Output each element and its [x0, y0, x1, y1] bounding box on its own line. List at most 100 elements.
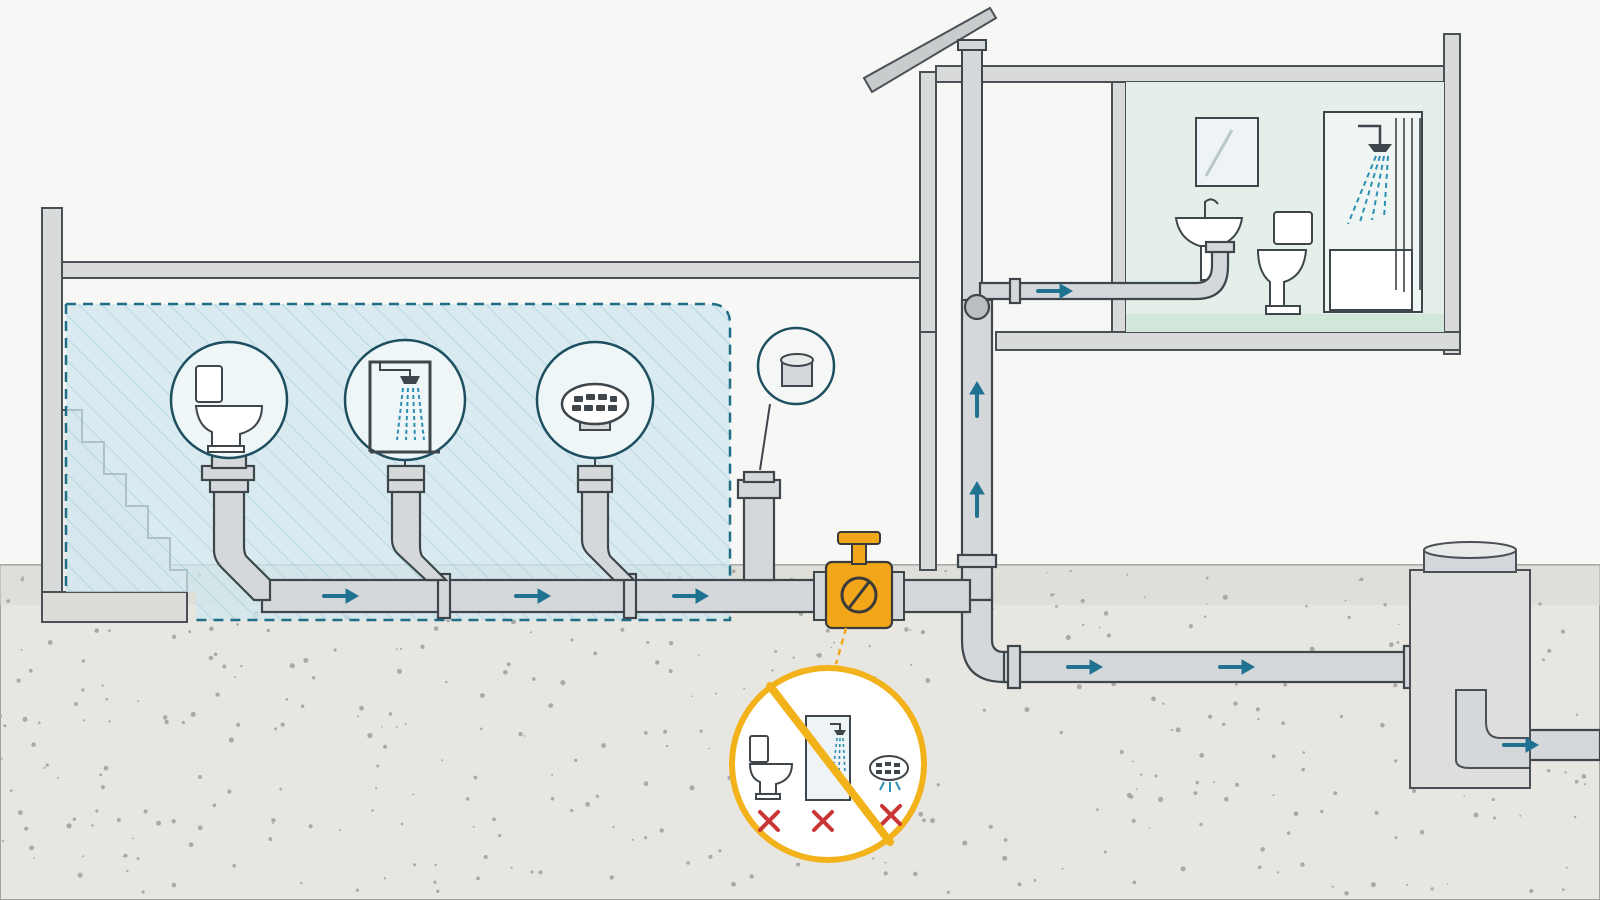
ground-speck	[29, 845, 34, 851]
ground-speck	[930, 818, 935, 824]
ground-speck	[108, 720, 111, 723]
ground-speck	[116, 818, 121, 822]
ground-speck	[925, 678, 931, 683]
upper-right-wall	[1443, 33, 1461, 355]
ground-speck	[434, 863, 437, 867]
ground-speck	[1050, 593, 1054, 597]
ground-speck	[659, 828, 664, 833]
ground-speck	[1370, 882, 1376, 888]
ground-speck	[181, 720, 185, 725]
ground-speck	[420, 644, 425, 650]
ground-speck	[280, 722, 285, 727]
ground-speck	[3, 724, 7, 728]
ground-speck	[99, 773, 103, 777]
ground-speck	[338, 829, 341, 831]
ground-speck	[620, 627, 625, 632]
ground-speck	[1380, 723, 1385, 728]
ground-speck	[1154, 774, 1158, 778]
ground-speck	[1446, 883, 1449, 885]
ground-speck	[1003, 838, 1008, 842]
ground-speck	[1053, 593, 1055, 595]
ground-speck	[271, 818, 276, 823]
ground-speck	[1293, 811, 1299, 817]
ground-speck	[108, 629, 111, 632]
ground-speck	[601, 743, 606, 748]
ground-speck	[1519, 814, 1522, 817]
ground-speck	[1574, 779, 1579, 784]
ground-speck	[367, 732, 373, 739]
floor-drain-callout	[535, 340, 655, 466]
ground-speck	[383, 877, 386, 880]
ground-speck	[1235, 782, 1240, 787]
ground-speck	[311, 676, 316, 680]
ground-speck	[1394, 759, 1398, 763]
ground-speck	[518, 731, 523, 737]
ground-speck	[1076, 684, 1082, 690]
ground-speck	[771, 669, 774, 672]
ground-speck	[1158, 796, 1164, 803]
ground-speck	[1170, 728, 1174, 732]
ground-speck	[371, 809, 374, 812]
ground-speck	[510, 866, 513, 869]
ground-speck	[103, 765, 109, 771]
ground-speck	[718, 849, 722, 853]
ground-speck	[1575, 713, 1579, 716]
toilet-callout	[169, 340, 289, 460]
ground-speck	[33, 857, 36, 859]
ground-speck	[1199, 752, 1205, 758]
ground-speck	[731, 569, 736, 574]
ground-speck	[227, 789, 232, 794]
upper-roof-slab	[935, 65, 1461, 83]
ground-speck	[643, 731, 648, 735]
ground-speck	[412, 793, 415, 796]
ground-speck	[1080, 598, 1085, 604]
ground-speck	[1059, 730, 1064, 735]
ground-speck	[1331, 885, 1334, 888]
ground-speck	[483, 855, 488, 859]
ground-speck	[1389, 642, 1394, 647]
ground-speck	[708, 854, 713, 859]
ground-speck	[1205, 576, 1209, 580]
ground-speck	[45, 763, 49, 767]
ground-speck	[208, 655, 214, 661]
ground-speck	[137, 700, 140, 703]
ground-speck	[404, 723, 407, 726]
ground-speck	[1106, 633, 1111, 638]
toilet-icon	[748, 735, 794, 800]
ground-speck	[232, 863, 236, 868]
ground-speck	[988, 824, 993, 829]
ground-speck	[1286, 831, 1291, 835]
ground-speck	[1222, 722, 1226, 726]
ground-speck	[357, 715, 360, 718]
ground-speck	[395, 648, 398, 651]
ground-speck	[1069, 569, 1072, 573]
ground-speck	[1344, 891, 1349, 896]
ground-speck	[1235, 682, 1238, 686]
ground-speck	[156, 820, 161, 826]
backwater-valve-icon[interactable]	[813, 531, 905, 665]
ground-speck	[868, 645, 871, 648]
ground-speck	[609, 875, 614, 880]
ground-speck	[136, 857, 140, 861]
ground-speck	[91, 824, 94, 827]
ground-speck	[691, 695, 693, 697]
ground-speck	[1301, 767, 1305, 772]
ground-speck	[38, 721, 41, 725]
ground-speck	[1406, 883, 1409, 886]
ground-speck	[397, 668, 402, 674]
ground-speck	[529, 631, 532, 634]
ground-speck	[74, 702, 79, 706]
ground-speck	[749, 874, 754, 879]
ground-speck	[472, 825, 475, 828]
ground-speck	[1276, 871, 1280, 874]
ground-speck	[920, 630, 926, 635]
ground-speck	[1, 840, 5, 843]
toilet-icon	[194, 365, 264, 453]
ground-speck	[445, 680, 448, 684]
ground-speck	[0, 714, 3, 719]
ground-speck	[1206, 603, 1208, 605]
ground-speck	[904, 627, 909, 632]
ground-speck	[413, 863, 416, 867]
ground-speck	[883, 871, 888, 876]
ground-speck	[436, 889, 440, 893]
